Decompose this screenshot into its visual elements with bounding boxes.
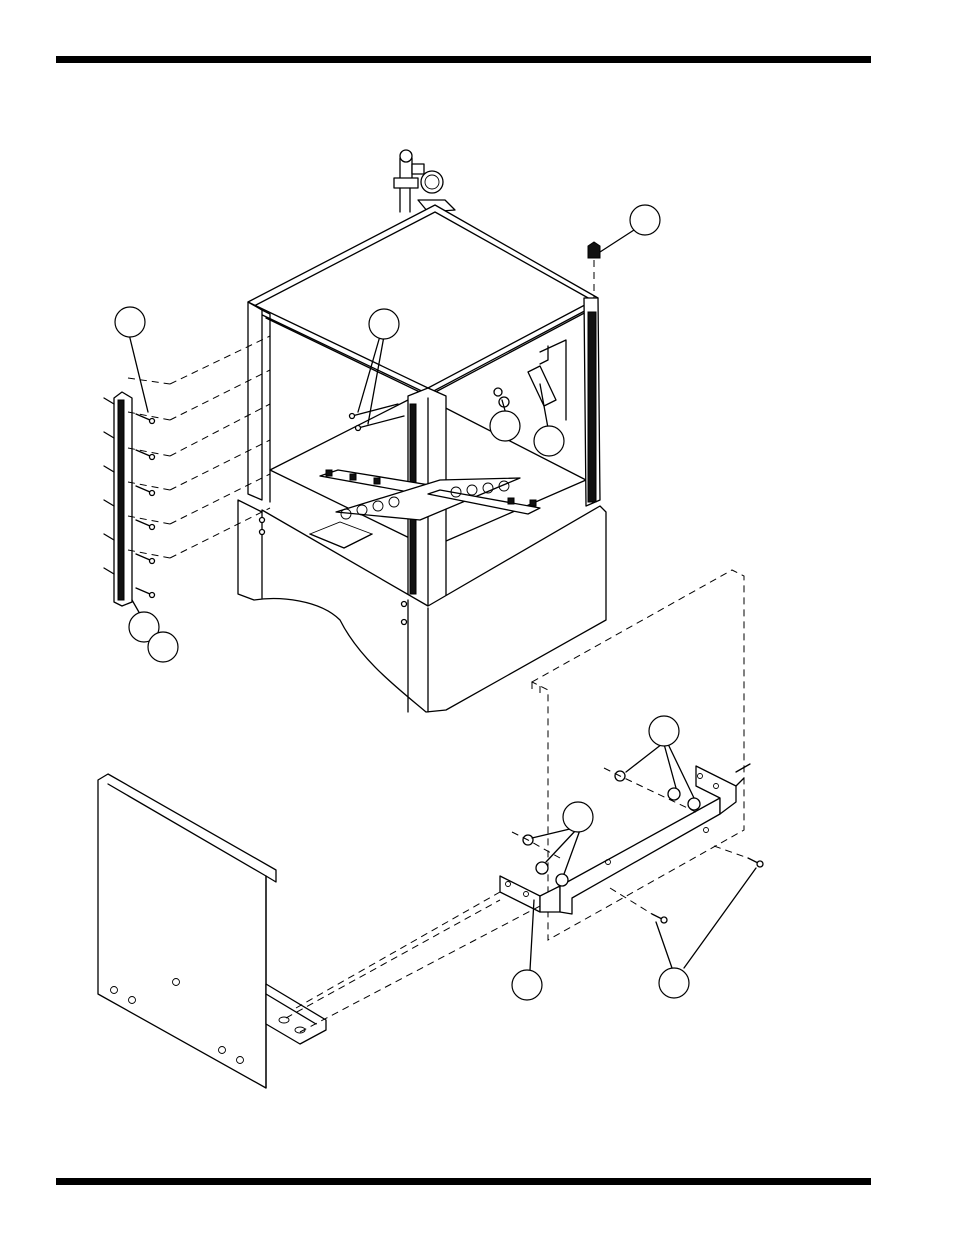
bracket-bolts <box>610 846 763 968</box>
regulator-valve-assembly <box>394 150 455 212</box>
callout-bracket <box>512 970 542 1000</box>
callout-bolts <box>659 968 689 998</box>
panel-leaders <box>286 892 540 1032</box>
callout-center-pins <box>369 309 399 339</box>
bracket-callout-leader <box>530 900 534 970</box>
strip-screws <box>136 414 155 598</box>
cabinet <box>238 205 606 712</box>
left-post <box>248 302 262 500</box>
callout-left-column <box>115 307 145 337</box>
callout-top-right <box>630 205 660 235</box>
side-panel <box>98 774 326 1088</box>
corner-cap <box>588 230 634 298</box>
callout-bracket-nuts-lower <box>563 802 593 832</box>
mounting-bracket <box>500 764 750 914</box>
callout-bracket-nuts-upper <box>649 716 679 746</box>
callout-left-bottom-2 <box>148 632 178 662</box>
callout-inner-bracket <box>534 426 564 456</box>
callout-inner-nut <box>490 411 520 441</box>
